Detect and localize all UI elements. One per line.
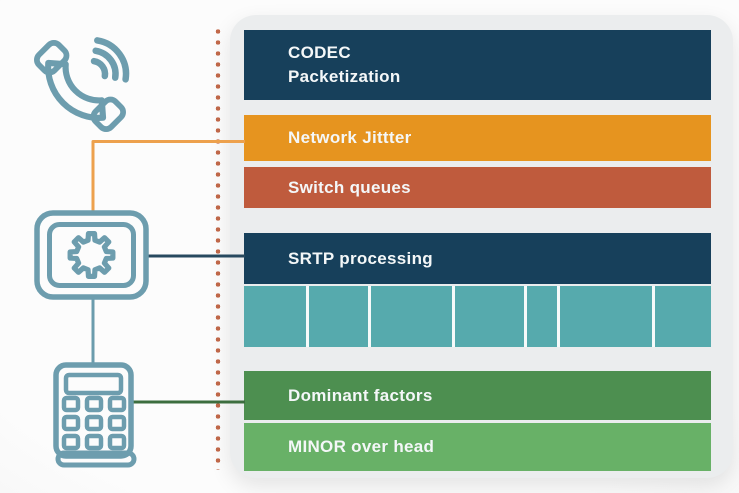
srtp-segment [559, 286, 653, 347]
settings-gear-box-icon [34, 210, 149, 300]
factors-panel: CODEC Packetization Network Jittter Swit… [230, 15, 733, 478]
srtp-segment [655, 286, 711, 347]
bar-codec-line2: Packetization [288, 67, 401, 86]
bar-dominant-factors-label: Dominant factors [288, 385, 433, 405]
calculator-icon [53, 362, 137, 468]
connector-orange [91, 140, 245, 212]
srtp-segment [308, 286, 369, 347]
srtp-segment [371, 286, 452, 347]
bar-minor-overhead-label: MINOR over head [288, 437, 435, 456]
bar-network-jitter-label: Network Jittter [288, 128, 412, 147]
srtp-segment [527, 286, 557, 347]
srtp-segment [454, 286, 525, 347]
bar-codec-line1: CODEC [288, 43, 351, 62]
bar-network-jitter: Network Jittter [244, 115, 711, 161]
gear-icon [67, 231, 116, 279]
dotted-separator-line [215, 26, 221, 470]
bar-switch-queues-label: Switch queues [288, 177, 411, 197]
bar-switch-queues: Switch queues [244, 167, 711, 208]
bar-codec-packetization: CODEC Packetization [244, 30, 711, 100]
bar-minor-overhead: MINOR over head [244, 423, 711, 471]
bar-srtp-processing: SRTP processing [244, 233, 711, 284]
srtp-segment-strip [244, 286, 711, 347]
signal-waves-icon [90, 37, 130, 83]
bar-srtp-processing-label: SRTP processing [288, 248, 433, 268]
bar-dominant-factors: Dominant factors [244, 371, 711, 420]
srtp-segment [244, 286, 306, 347]
calculator-base [55, 450, 137, 468]
calculator-keys [61, 395, 127, 451]
calculator-display [63, 372, 124, 396]
phone-handset-icon [34, 37, 130, 132]
